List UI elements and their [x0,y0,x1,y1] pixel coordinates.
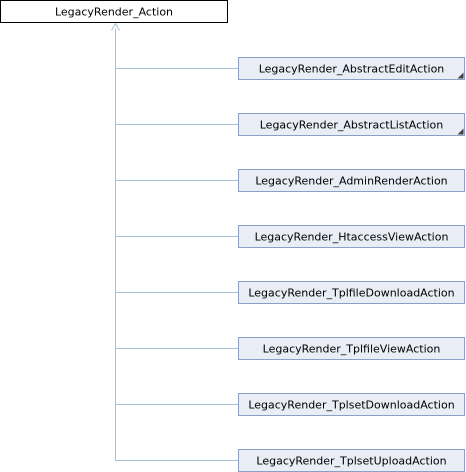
derived-class-label: LegacyRender_AbstractEditAction [259,63,445,76]
base-class-box [0,0,228,23]
collapsed-subclasses-icon[interactable] [457,72,464,79]
derived-class-box [238,337,465,360]
derived-class-node[interactable]: LegacyRender_AbstractListAction [238,113,465,136]
inheritance-arrow-icon [111,22,120,31]
derived-class-label: LegacyRender_TplfileDownloadAction [248,287,454,300]
derived-class-node[interactable]: LegacyRender_TplsetUploadAction [238,449,465,472]
derived-class-label: LegacyRender_HtaccessViewAction [255,231,449,244]
derived-class-label: LegacyRender_TplsetDownloadAction [248,399,454,412]
derived-class-box [238,225,465,248]
derived-class-node[interactable]: LegacyRender_TplfileDownloadAction [238,281,465,304]
derived-class-node[interactable]: LegacyRender_AdminRenderAction [238,169,465,192]
connector-lines [111,22,239,461]
base-class-label: LegacyRender_Action [55,6,173,19]
derived-class-node[interactable]: LegacyRender_TplsetDownloadAction [238,393,465,416]
derived-class-label: LegacyRender_AdminRenderAction [255,175,447,188]
collapsed-subclasses-icon[interactable] [457,128,464,135]
derived-class-node[interactable]: LegacyRender_TplfileViewAction [238,337,465,360]
derived-class-box [238,281,465,304]
derived-class-box [238,113,465,136]
derived-class-box [238,169,465,192]
derived-class-box [238,393,465,416]
derived-class-node[interactable]: LegacyRender_AbstractEditAction [238,57,465,80]
base-class-node[interactable]: LegacyRender_Action [0,0,228,23]
derived-class-label: LegacyRender_TplsetUploadAction [256,455,446,468]
derived-class-label: LegacyRender_AbstractListAction [260,119,444,132]
derived-class-node[interactable]: LegacyRender_HtaccessViewAction [238,225,465,248]
derived-class-box [238,57,465,80]
derived-class-list: LegacyRender_AbstractEditActionLegacyRen… [238,57,465,472]
derived-class-label: LegacyRender_TplfileViewAction [263,343,441,356]
